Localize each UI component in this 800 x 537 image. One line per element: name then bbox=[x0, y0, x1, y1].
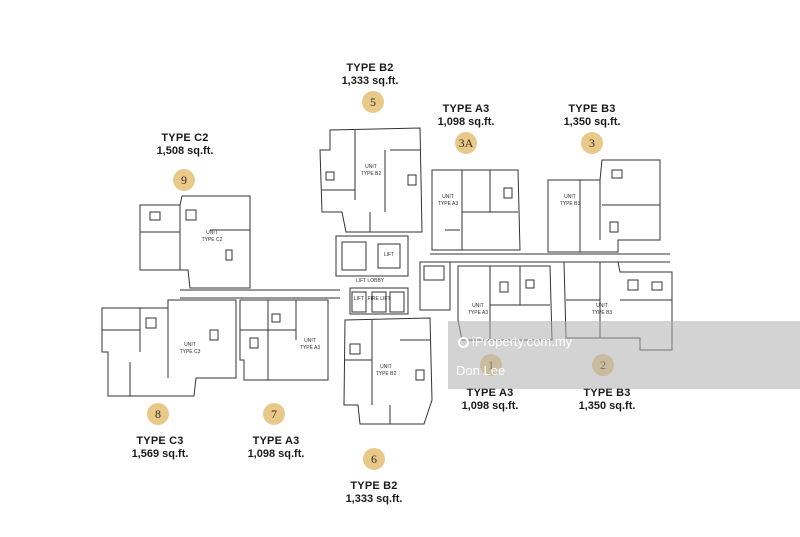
svg-text:TYPE A3: TYPE A3 bbox=[468, 310, 489, 316]
svg-text:UNIT: UNIT bbox=[304, 338, 316, 344]
unit-8-badge: 8 bbox=[147, 403, 169, 425]
svg-text:UNIT: UNIT bbox=[442, 194, 454, 200]
unit-1-label: TYPE A3 1,098 sq.ft. bbox=[461, 387, 519, 412]
unit-5-badge: 5 bbox=[362, 91, 384, 113]
unit-7-label: TYPE A3 1,098 sq.ft. bbox=[247, 435, 305, 460]
unit-9-outline bbox=[139, 195, 251, 289]
unit-9-badge: 9 bbox=[173, 169, 195, 191]
unit-3-label: TYPE B3 1,350 sq.ft. bbox=[563, 103, 621, 128]
svg-text:TYPE C3: TYPE C3 bbox=[180, 349, 201, 355]
unit-3-badge: 3 bbox=[581, 132, 603, 154]
unit-9-label: TYPE C2 1,508 sq.ft. bbox=[156, 132, 214, 157]
unit-6-badge: 6 bbox=[363, 448, 385, 470]
unit-2-label: TYPE B3 1,350 sq.ft. bbox=[578, 387, 636, 412]
watermark-site-text: iProperty.com.my bbox=[472, 334, 573, 349]
svg-text:UNIT: UNIT bbox=[380, 364, 392, 370]
unit-8-outline bbox=[101, 299, 237, 397]
watermark-site: iProperty.com.my bbox=[458, 334, 572, 349]
unit-5-outline bbox=[319, 127, 423, 233]
lift-label: LIFT bbox=[384, 252, 394, 258]
unit-7-badge: 7 bbox=[263, 403, 285, 425]
plan-type-label: TYPE B2 bbox=[361, 171, 382, 177]
unit-3a-badge: 3A bbox=[455, 132, 477, 154]
svg-text:UNIT: UNIT bbox=[206, 230, 218, 236]
unit-8-label: TYPE C3 1,569 sq.ft. bbox=[131, 435, 189, 460]
svg-text:TYPE A3: TYPE A3 bbox=[438, 201, 459, 207]
svg-text:LIFT: LIFT bbox=[354, 296, 364, 302]
svg-text:TYPE B2: TYPE B2 bbox=[376, 371, 397, 377]
svg-text:TYPE A3: TYPE A3 bbox=[300, 345, 321, 351]
unit-3a-outline bbox=[431, 169, 521, 251]
svg-text:TYPE B3: TYPE B3 bbox=[560, 201, 581, 207]
svg-text:TYPE C2: TYPE C2 bbox=[202, 237, 223, 243]
unit-7-outline bbox=[239, 299, 329, 381]
unit-5-label: TYPE B2 1,333 sq.ft. bbox=[341, 62, 399, 87]
lift-lobby-label: LIFT LOBBY bbox=[356, 278, 385, 284]
watermark-agent: Don Lee bbox=[456, 363, 506, 378]
unit-6-outline bbox=[343, 317, 433, 425]
plan-unit-word: UNIT bbox=[365, 164, 377, 170]
unit-3-outline bbox=[547, 159, 661, 253]
svg-text:UNIT: UNIT bbox=[472, 303, 484, 309]
svg-text:UNIT: UNIT bbox=[564, 194, 576, 200]
svg-text:UNIT: UNIT bbox=[184, 342, 196, 348]
svg-text:TYPE B3: TYPE B3 bbox=[592, 310, 613, 316]
watermark-band bbox=[448, 321, 800, 389]
unit-3a-label: TYPE A3 1,098 sq.ft. bbox=[437, 103, 495, 128]
location-pin-icon bbox=[458, 337, 469, 348]
lift-core-outline bbox=[335, 235, 451, 315]
svg-text:UNIT: UNIT bbox=[596, 303, 608, 309]
fire-lift-label: FIRE LIFT bbox=[367, 296, 390, 302]
unit-6-label: TYPE B2 1,333 sq.ft. bbox=[345, 480, 403, 505]
